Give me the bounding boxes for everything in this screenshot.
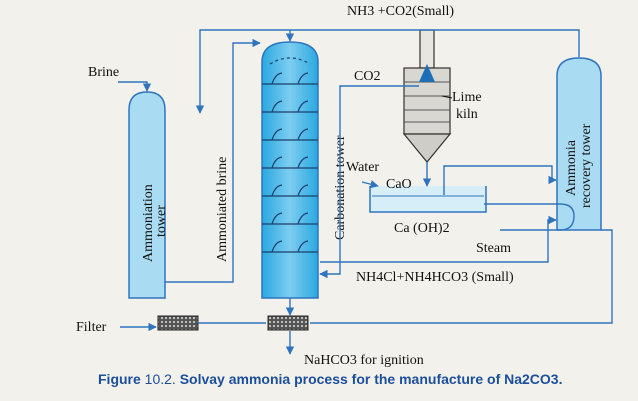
ca-oh2-label: Ca (OH)2 bbox=[394, 221, 450, 236]
lime-kiln bbox=[402, 29, 452, 163]
nahco3-label: NaHCO3 for ignition bbox=[304, 353, 424, 368]
caption-number: 10.2. bbox=[144, 371, 176, 387]
filter-label: Filter bbox=[76, 320, 107, 335]
filter-unit-right bbox=[267, 315, 309, 331]
ammonia-recovery-tower-label: Ammonia recovery tower bbox=[564, 123, 594, 208]
caption-text: Solvay ammonia process for the manufactu… bbox=[179, 371, 563, 387]
caption-prefix: Figure bbox=[98, 371, 141, 387]
co2-label: CO2 bbox=[354, 69, 380, 84]
slaker-tank bbox=[369, 186, 487, 213]
lime-kiln-label: Lime kiln bbox=[452, 90, 485, 122]
lime-kiln-pointer bbox=[441, 95, 453, 99]
ammonia-recovery-tower bbox=[556, 57, 602, 231]
carbonation-tower-plates bbox=[262, 57, 318, 253]
top-products-label: NH3 +CO2(Small) bbox=[347, 4, 454, 19]
steam-label: Steam bbox=[476, 241, 511, 256]
water-label: Water bbox=[346, 160, 379, 175]
brine-label: Brine bbox=[88, 65, 119, 80]
figure-caption: Figure 10.2. Solvay ammonia process for … bbox=[98, 371, 562, 387]
ammoniation-tower-label: Ammoniation tower bbox=[141, 181, 169, 262]
flow-lines bbox=[118, 29, 613, 355]
nh4-salts-label: NH4Cl+NH4HCO3 (Small) bbox=[356, 270, 514, 285]
ammoniation-tower bbox=[128, 91, 166, 299]
filter-unit-left bbox=[157, 315, 199, 331]
carbonation-tower bbox=[261, 41, 319, 299]
ammoniated-brine-label: Ammoniated brine bbox=[215, 157, 230, 262]
cao-label: CaO bbox=[386, 177, 412, 192]
